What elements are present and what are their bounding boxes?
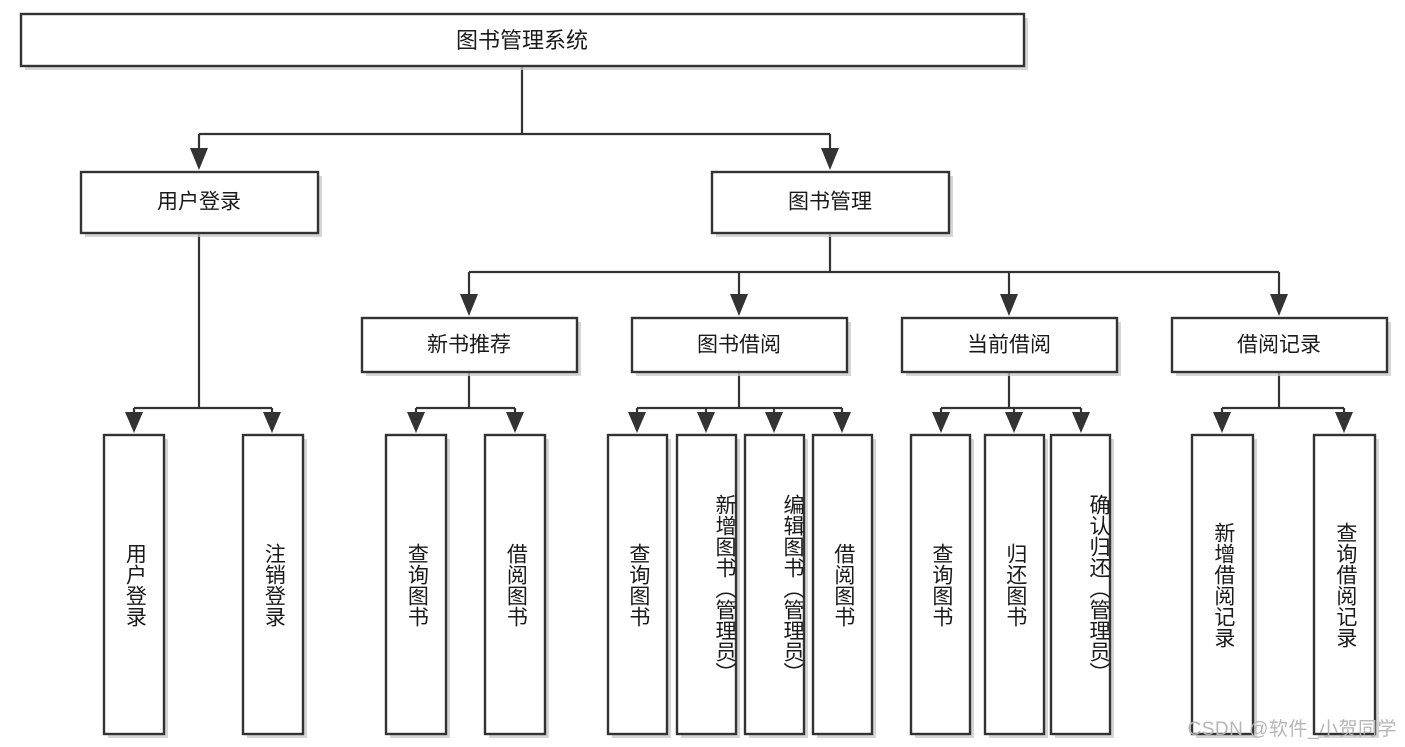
- arrow-to-leaf-query-book-1: [407, 412, 425, 433]
- connector-current-borrow-bus: [939, 372, 1083, 414]
- node-new-book-recommend[interactable]: 新书推荐: [360, 316, 581, 376]
- arrow-to-leaf-add-book: [697, 412, 715, 433]
- leaf-borrow-book-1-box[interactable]: [483, 433, 547, 736]
- connector-book-manage-bus: [467, 233, 1281, 296]
- node-borrow-record[interactable]: 借阅记录: [1170, 316, 1391, 376]
- connector-book-borrow-bus: [635, 372, 844, 414]
- arrow-to-leaf-user-login: [125, 412, 143, 433]
- arrow-to-leaf-confirm-return: [1072, 412, 1090, 433]
- leaf-add-record-box[interactable]: [1190, 433, 1255, 736]
- connector-new-book-recommend-bus: [414, 372, 517, 414]
- arrow-to-book-manage: [821, 148, 839, 170]
- arrow-to-leaf-query-record: [1335, 412, 1353, 433]
- arrow-to-borrow-record: [1270, 294, 1288, 316]
- connector-borrow-record-bus: [1220, 372, 1346, 414]
- leaf-user-login-box[interactable]: [102, 433, 166, 736]
- leaf-edit-book-box[interactable]: [743, 433, 806, 736]
- node-book-manage[interactable]: 图书管理: [710, 170, 953, 237]
- connectors: [125, 66, 1353, 433]
- arrow-to-user-login: [190, 148, 208, 170]
- connector-root-bus: [197, 66, 830, 150]
- leaf-confirm-return-box[interactable]: [1049, 433, 1112, 736]
- root-box[interactable]: [19, 12, 1026, 68]
- arrow-to-book-borrow: [730, 294, 748, 316]
- book-manage-box[interactable]: [710, 170, 951, 235]
- book-borrow-box[interactable]: [630, 316, 849, 374]
- leaf-query-record-box[interactable]: [1312, 433, 1377, 736]
- leaf-query-book-2-box[interactable]: [606, 433, 669, 736]
- node-user-login[interactable]: 用户登录: [79, 170, 322, 237]
- connector-user-login-bus: [132, 233, 274, 414]
- node-book-borrow[interactable]: 图书借阅: [630, 316, 851, 376]
- leaf-query-book-1-box[interactable]: [384, 433, 448, 736]
- arrow-to-leaf-query-book-3: [932, 412, 950, 433]
- borrow-record-box[interactable]: [1170, 316, 1389, 374]
- leaf-boxes: [102, 433, 1379, 738]
- leaf-borrow-book-2-box[interactable]: [811, 433, 874, 736]
- arrow-to-new-book-recommend: [460, 294, 478, 316]
- user-login-box[interactable]: [79, 170, 320, 235]
- new-book-recommend-label: 新书推荐: [427, 334, 511, 357]
- arrow-to-leaf-add-record: [1213, 412, 1231, 433]
- book-manage-label: 图书管理: [788, 191, 872, 214]
- arrow-to-leaf-borrow-book-2: [833, 412, 851, 433]
- node-current-borrow[interactable]: 当前借阅: [900, 316, 1121, 376]
- leaf-add-book-box[interactable]: [675, 433, 738, 736]
- leaf-return-book-box[interactable]: [983, 433, 1046, 736]
- arrow-to-leaf-edit-book: [765, 412, 783, 433]
- current-borrow-label: 当前借阅: [967, 334, 1051, 357]
- leaf-user-logout-box[interactable]: [241, 433, 305, 736]
- book-borrow-label: 图书借阅: [697, 334, 781, 357]
- node-root[interactable]: 图书管理系统: [19, 12, 1028, 70]
- arrow-to-current-borrow: [1000, 294, 1018, 316]
- arrow-to-leaf-return-book: [1005, 412, 1023, 433]
- arrow-to-leaf-query-book-2: [628, 412, 646, 433]
- root-label: 图书管理系统: [456, 28, 588, 53]
- current-borrow-box[interactable]: [900, 316, 1119, 374]
- arrow-to-leaf-user-logout: [263, 412, 281, 433]
- user-login-label: 用户登录: [157, 191, 241, 214]
- borrow-record-label: 借阅记录: [1237, 334, 1321, 357]
- new-book-recommend-box[interactable]: [360, 316, 579, 374]
- leaf-query-book-3-box[interactable]: [909, 433, 972, 736]
- arrow-to-leaf-borrow-book-1: [506, 412, 524, 433]
